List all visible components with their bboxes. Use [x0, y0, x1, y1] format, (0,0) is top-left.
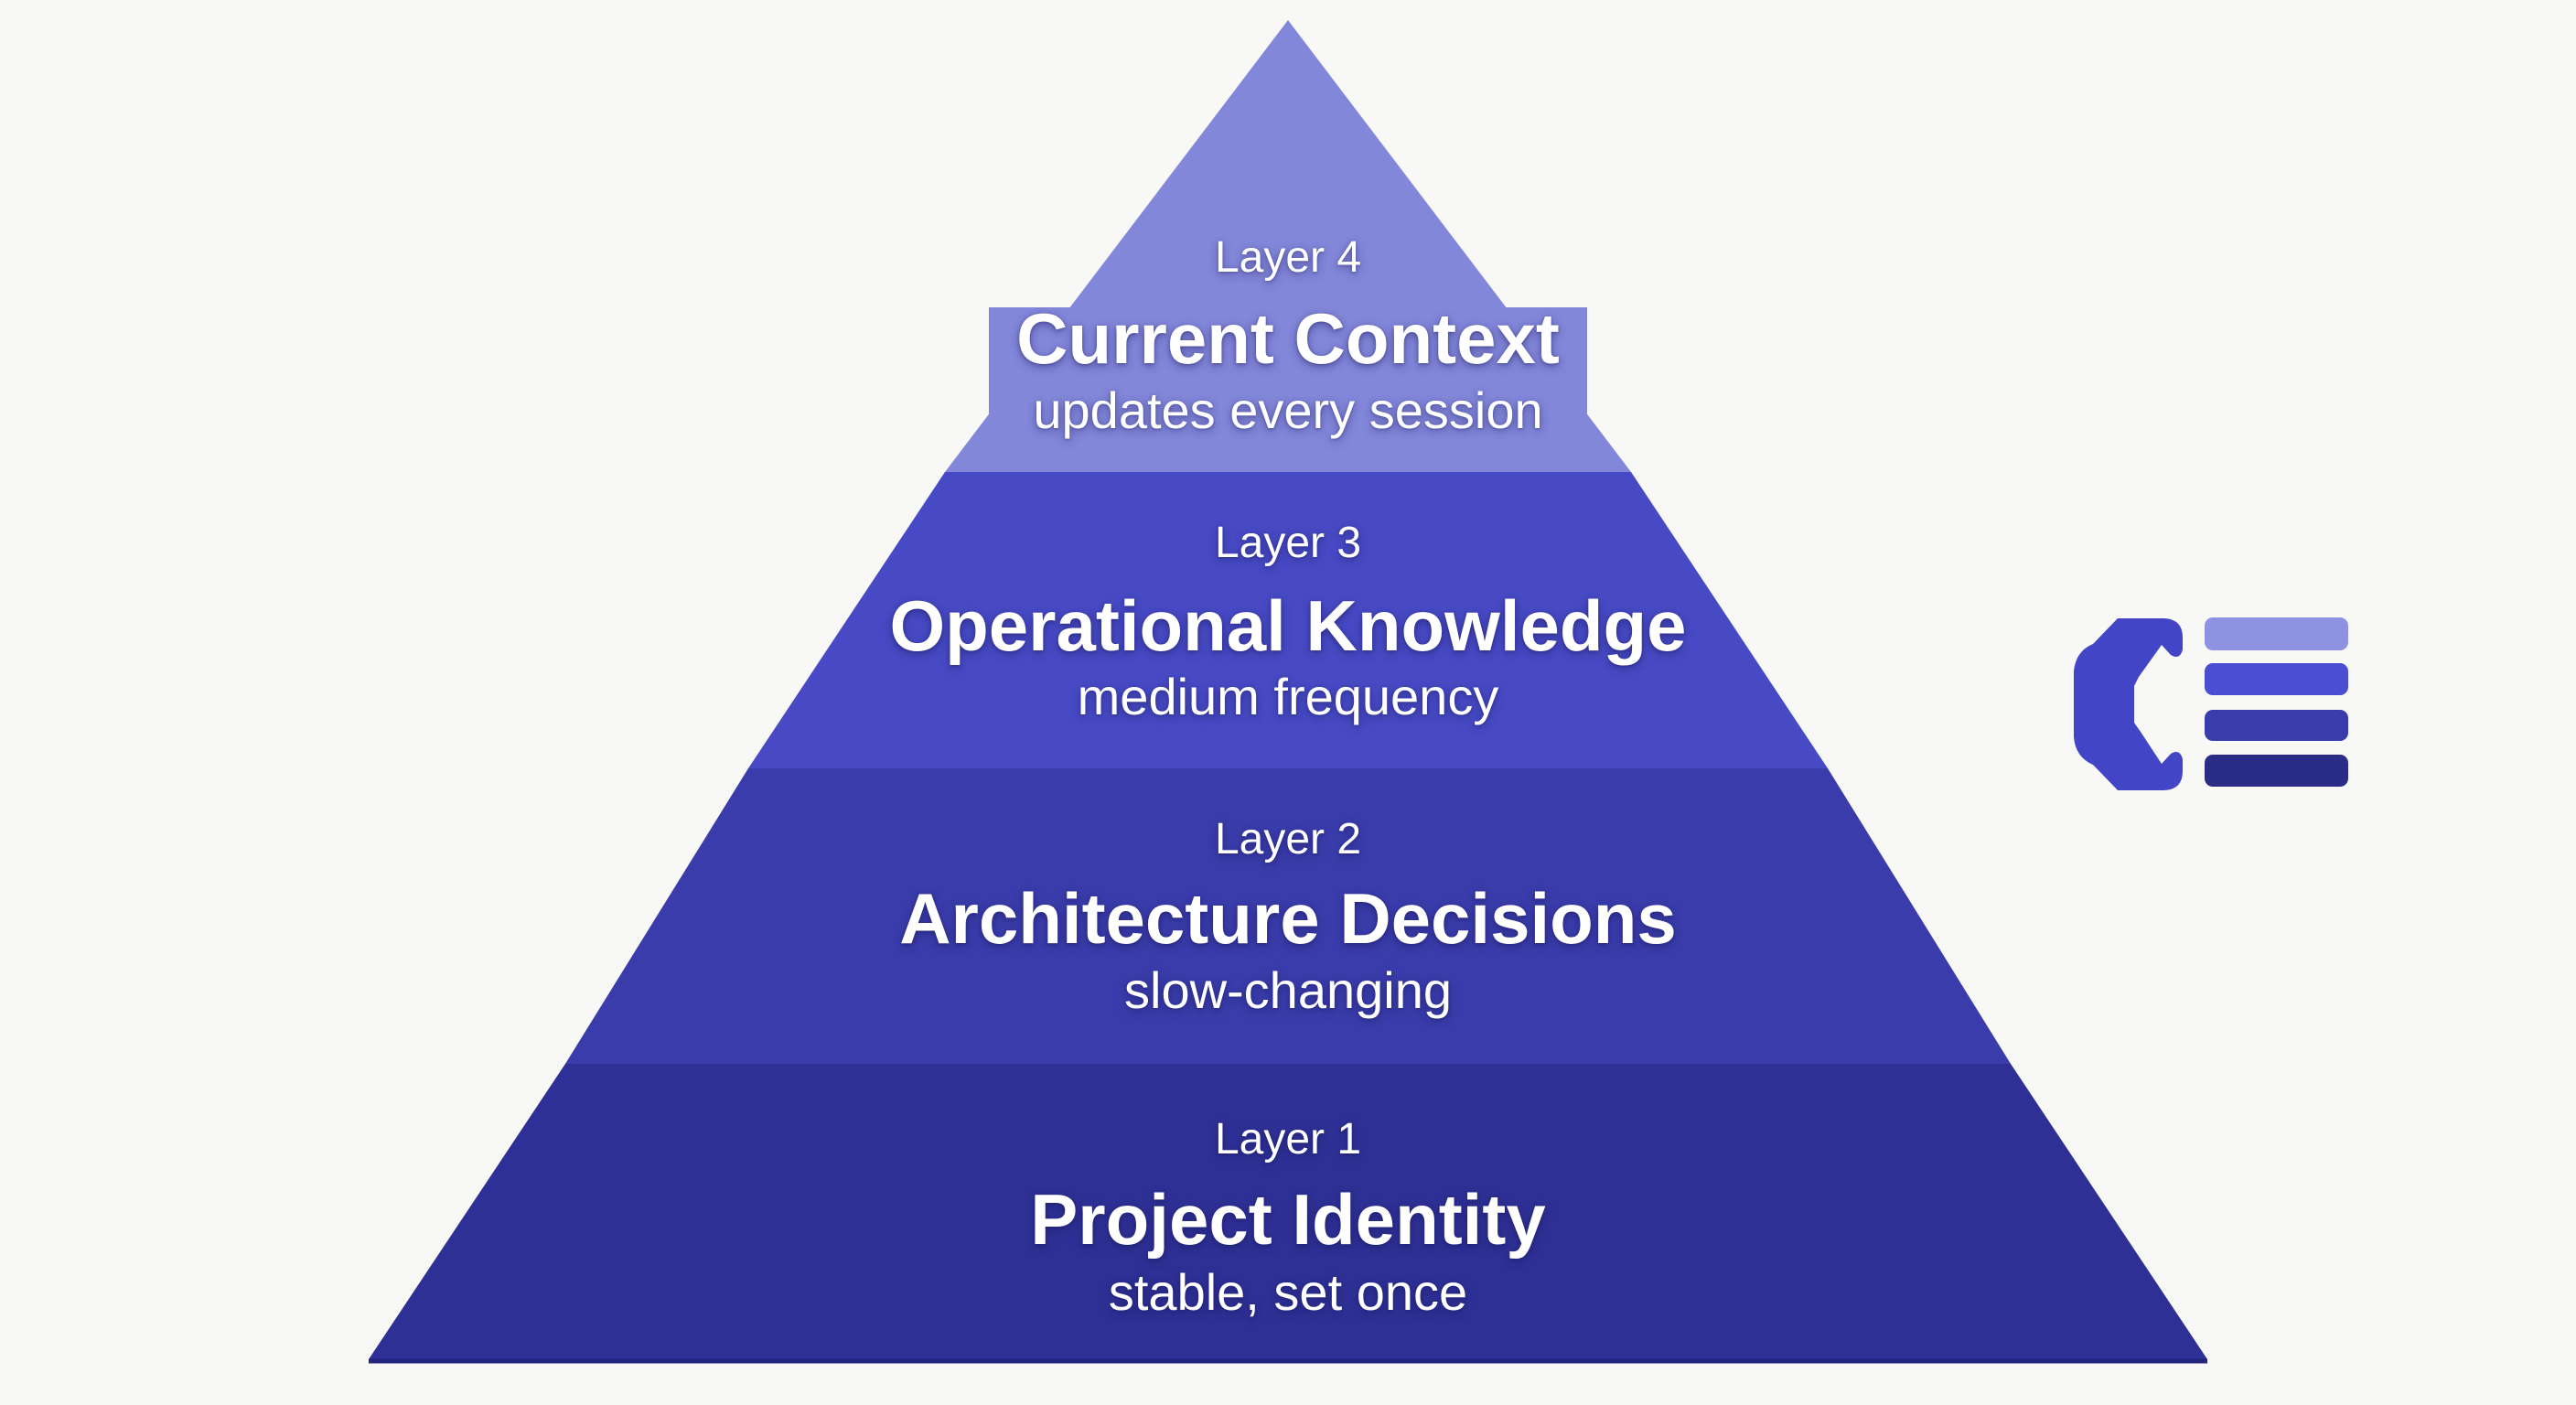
pyramid-layer2-shape — [565, 768, 2011, 1064]
layer1-subtitle: stable, set once — [1108, 1263, 1468, 1321]
logo-bar-2 — [2205, 663, 2348, 695]
layer1-title: Project Identity — [1030, 1179, 1546, 1260]
pyramid — [369, 20, 2207, 1364]
layer4-title: Current Context — [1016, 298, 1560, 379]
layer3-subtitle: medium frequency — [1077, 668, 1499, 725]
layer2-title: Architecture Decisions — [899, 878, 1677, 959]
layer2-subtitle: slow-changing — [1124, 961, 1452, 1019]
layer4-subtitle: updates every session — [1033, 381, 1543, 439]
layer4-label: Layer 4 — [1214, 233, 1362, 282]
pyramid-layer1-shape — [369, 1064, 2207, 1359]
pyramid-layer3-shape — [748, 472, 1828, 768]
layer1-label: Layer 1 — [1214, 1115, 1362, 1164]
logo-bar-3 — [2205, 710, 2348, 741]
logo-bar-4 — [2205, 755, 2348, 787]
logo — [2074, 617, 2348, 790]
layer3-label: Layer 3 — [1214, 519, 1362, 567]
layer2-label: Layer 2 — [1214, 815, 1362, 863]
layer3-title: Operational Knowledge — [889, 585, 1687, 666]
logo-claw-icon — [2074, 618, 2183, 790]
logo-bar-1 — [2205, 617, 2348, 650]
pyramid-layer4-shape — [945, 20, 1631, 472]
